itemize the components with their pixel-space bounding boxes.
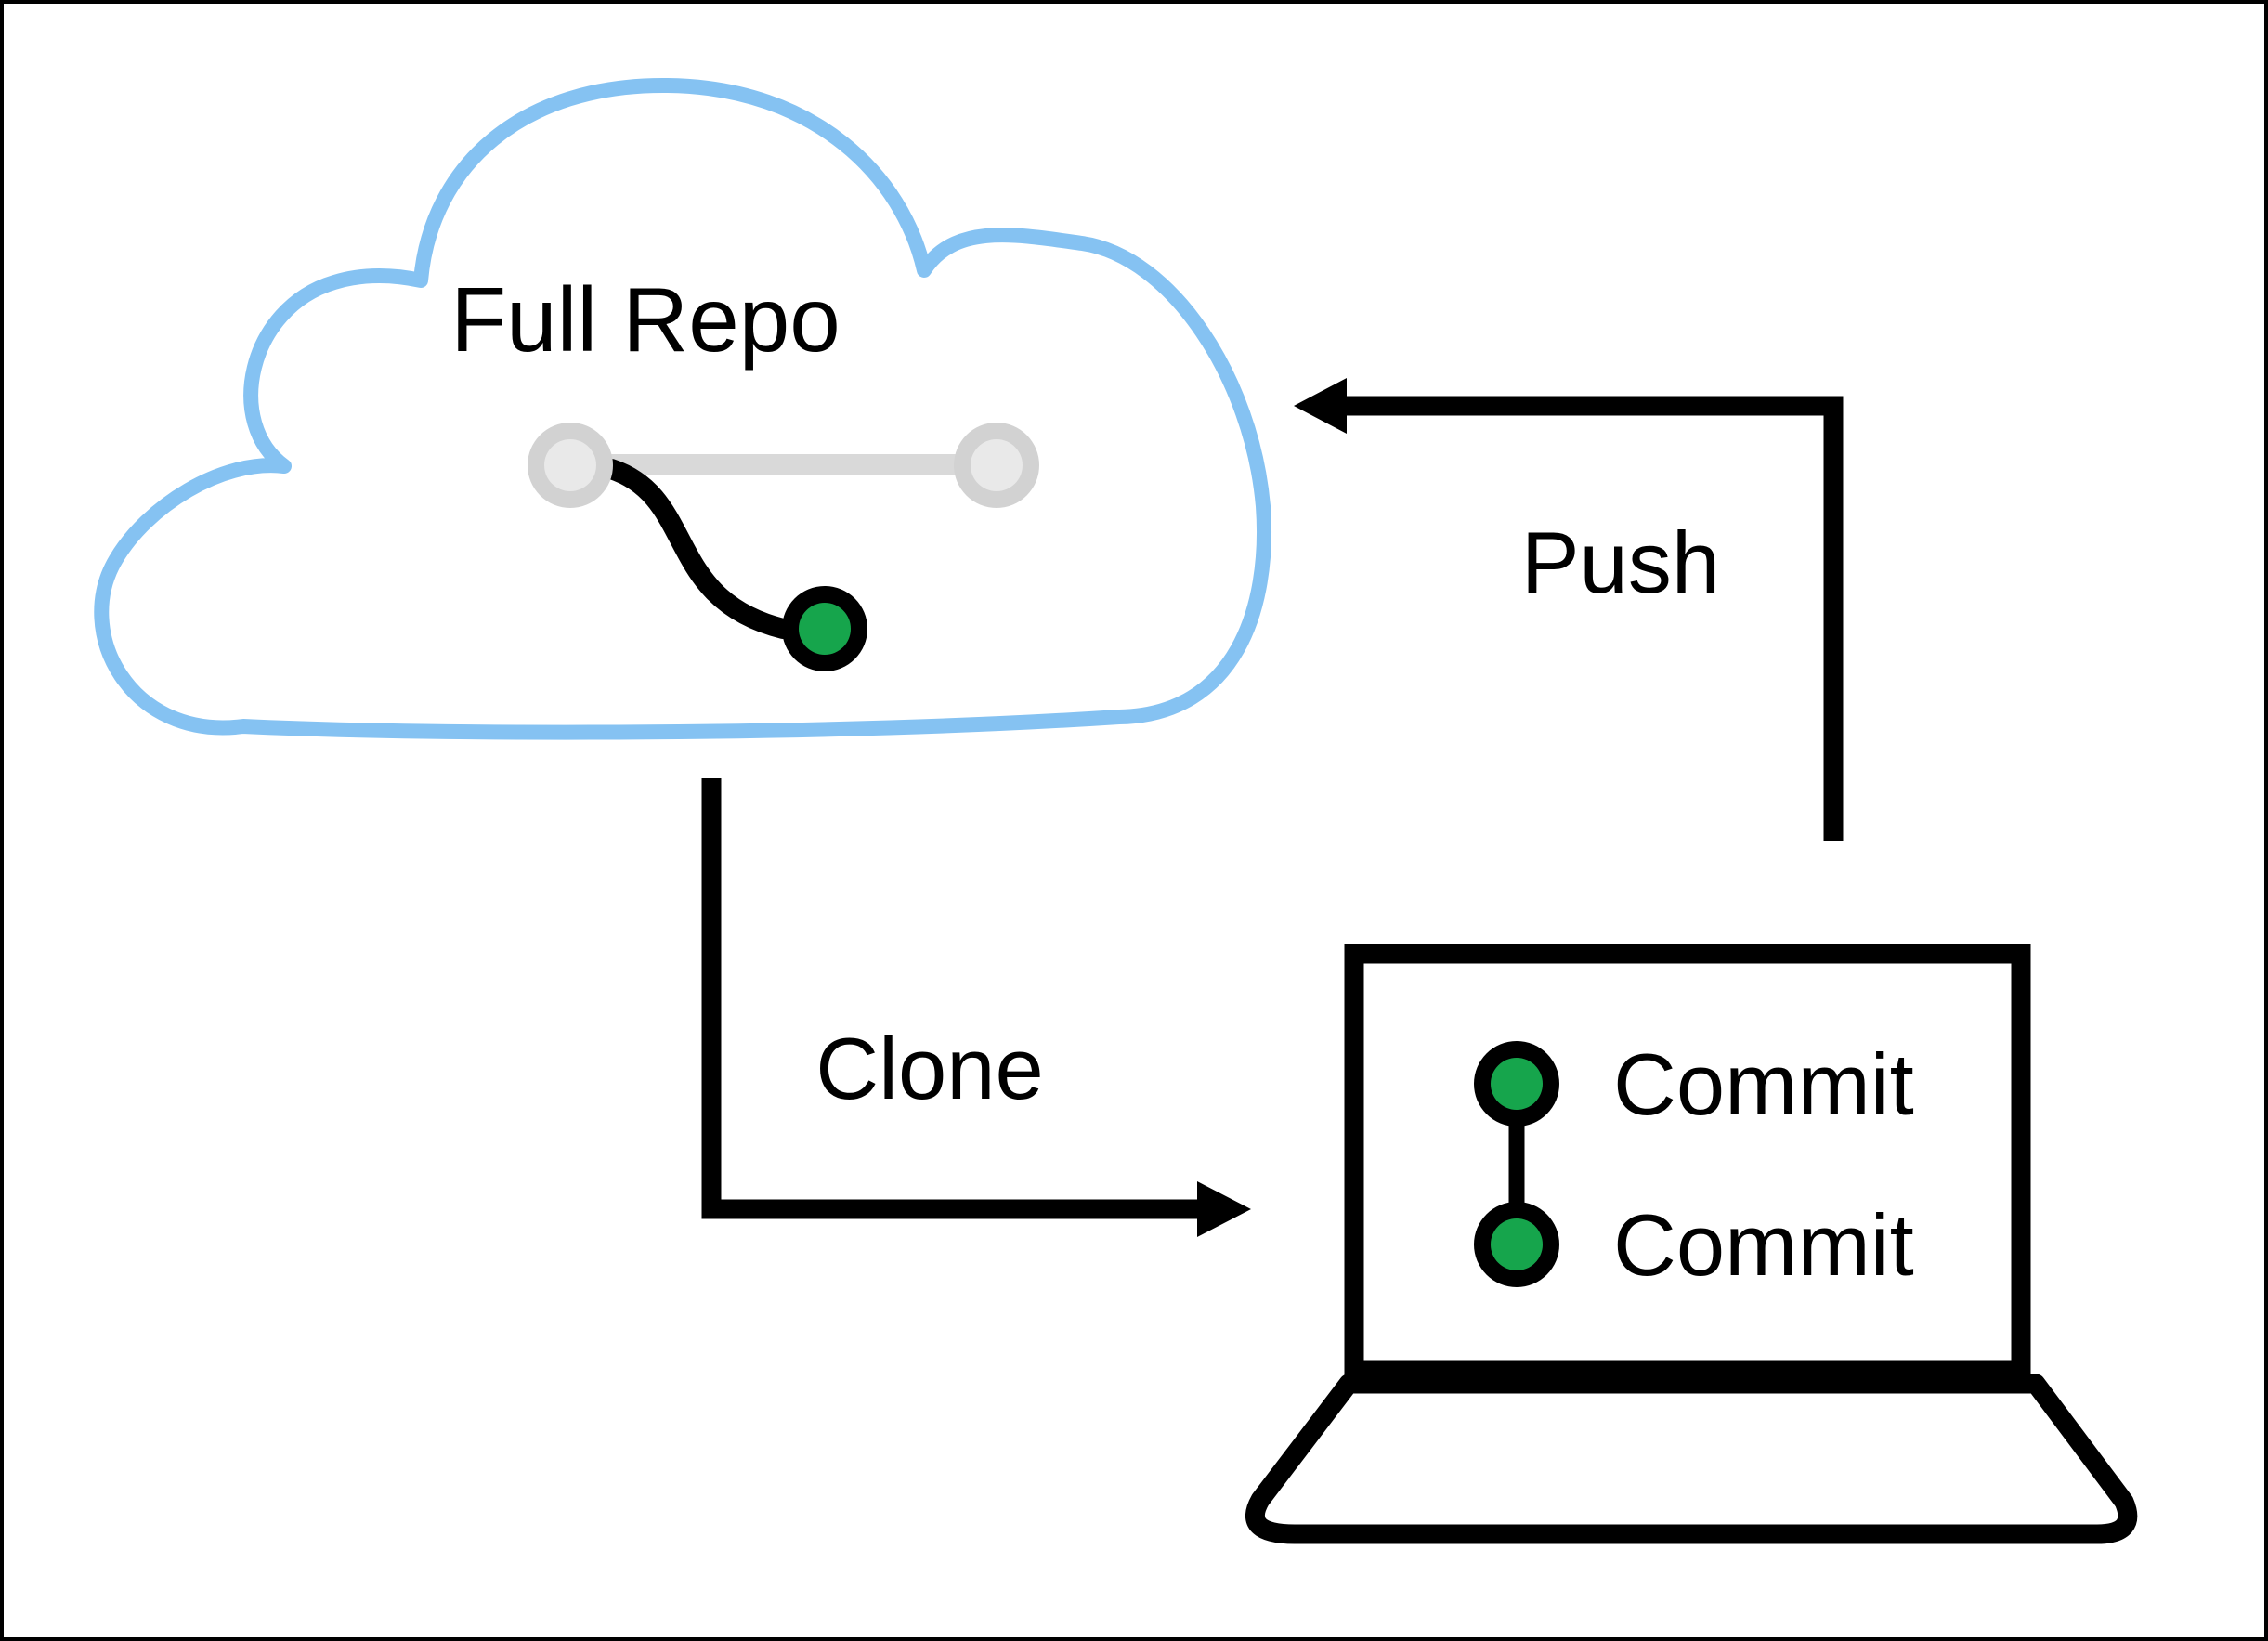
commit-node-green-bottom (1491, 1218, 1543, 1270)
cloud-label: Full Repo (450, 268, 840, 371)
laptop-icon: Commit Commit (1245, 944, 2138, 1544)
arrow-left-icon (1294, 378, 1347, 434)
commit-node-green-top (1491, 1058, 1543, 1110)
commit-node-green (799, 603, 851, 655)
clone-arrow: Clone (701, 778, 1251, 1237)
push-arrow: Push (1294, 378, 1844, 841)
commit-label-top: Commit (1613, 1035, 1914, 1133)
cloud-icon (94, 77, 1271, 740)
gray-node-inner-left (544, 439, 596, 491)
branch-curve-black (601, 459, 793, 639)
git-branch-icon (528, 423, 1039, 671)
clone-arrow-line (701, 778, 1197, 1219)
commit-label-bottom: Commit (1613, 1196, 1914, 1294)
clone-label: Clone (815, 1020, 1044, 1117)
push-arrow-line (1347, 396, 1844, 841)
laptop-screen (1344, 944, 2031, 1380)
local-commit-graph: Commit Commit (1474, 1035, 1914, 1294)
arrow-right-icon (1197, 1181, 1251, 1237)
push-label: Push (1521, 514, 1720, 611)
laptop-base (1245, 1374, 2138, 1544)
remote-repo-cloud: Full Repo (94, 77, 1271, 740)
gray-node-inner-right (971, 439, 1023, 491)
